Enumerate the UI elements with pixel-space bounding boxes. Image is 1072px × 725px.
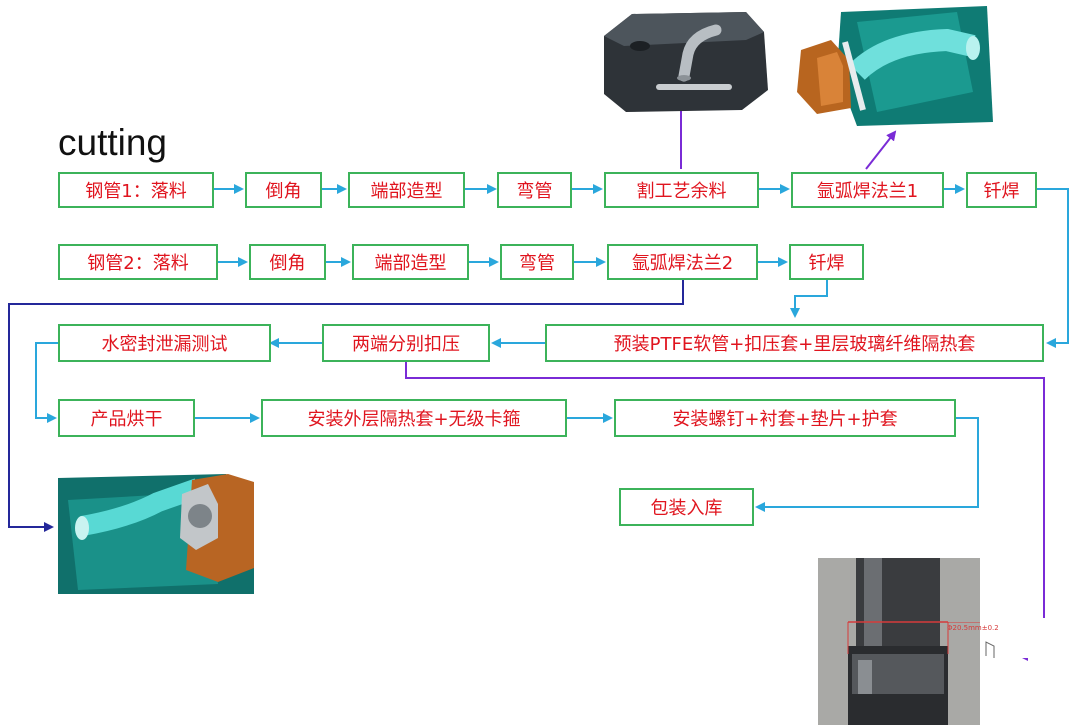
step-tube1-blanking: 钢管1：落料	[58, 172, 214, 208]
step-tube1-weld-flange: 氩弧焊法兰1	[791, 172, 944, 208]
flange-weld-image	[797, 2, 995, 126]
cutting-annotation: cutting	[58, 122, 168, 163]
step-leak-test: 水密封泄漏测试	[58, 324, 271, 362]
step-crimp-both-ends: 两端分别扣压	[322, 324, 490, 362]
step-tube2-weld-flange: 氩弧焊法兰2	[607, 244, 758, 280]
flange-part-image	[58, 474, 254, 594]
cutting-fixture-image	[604, 12, 768, 112]
step-preassemble-ptfe: 预装PTFE软管+扣压套+里层玻璃纤维隔热套	[545, 324, 1044, 362]
step-outer-sleeve-clamp: 安装外层隔热套+无级卡箍	[261, 399, 567, 437]
step-tube2-blanking: 钢管2：落料	[58, 244, 218, 280]
step-tube1-cut-excess: 割工艺余料	[604, 172, 759, 208]
step-tube2-end-forming: 端部造型	[352, 244, 469, 280]
step-tube1-chamfer: 倒角	[245, 172, 322, 208]
step-screws-bushing: 安装螺钉+衬套+垫片+护套	[614, 399, 956, 437]
step-tube2-bending: 弯管	[500, 244, 574, 280]
step-tube1-bending: 弯管	[497, 172, 572, 208]
step-tube1-end-forming: 端部造型	[348, 172, 465, 208]
crimp-sleeve-photo	[818, 558, 1048, 725]
photo-measurement-label: Φ20.5mm±0.2	[947, 624, 999, 632]
step-drying: 产品烘干	[58, 399, 195, 437]
step-tube2-brazing: 钎焊	[789, 244, 864, 280]
step-package-storage: 包装入库	[619, 488, 754, 526]
step-tube2-chamfer: 倒角	[249, 244, 326, 280]
step-tube1-brazing: 钎焊	[966, 172, 1037, 208]
